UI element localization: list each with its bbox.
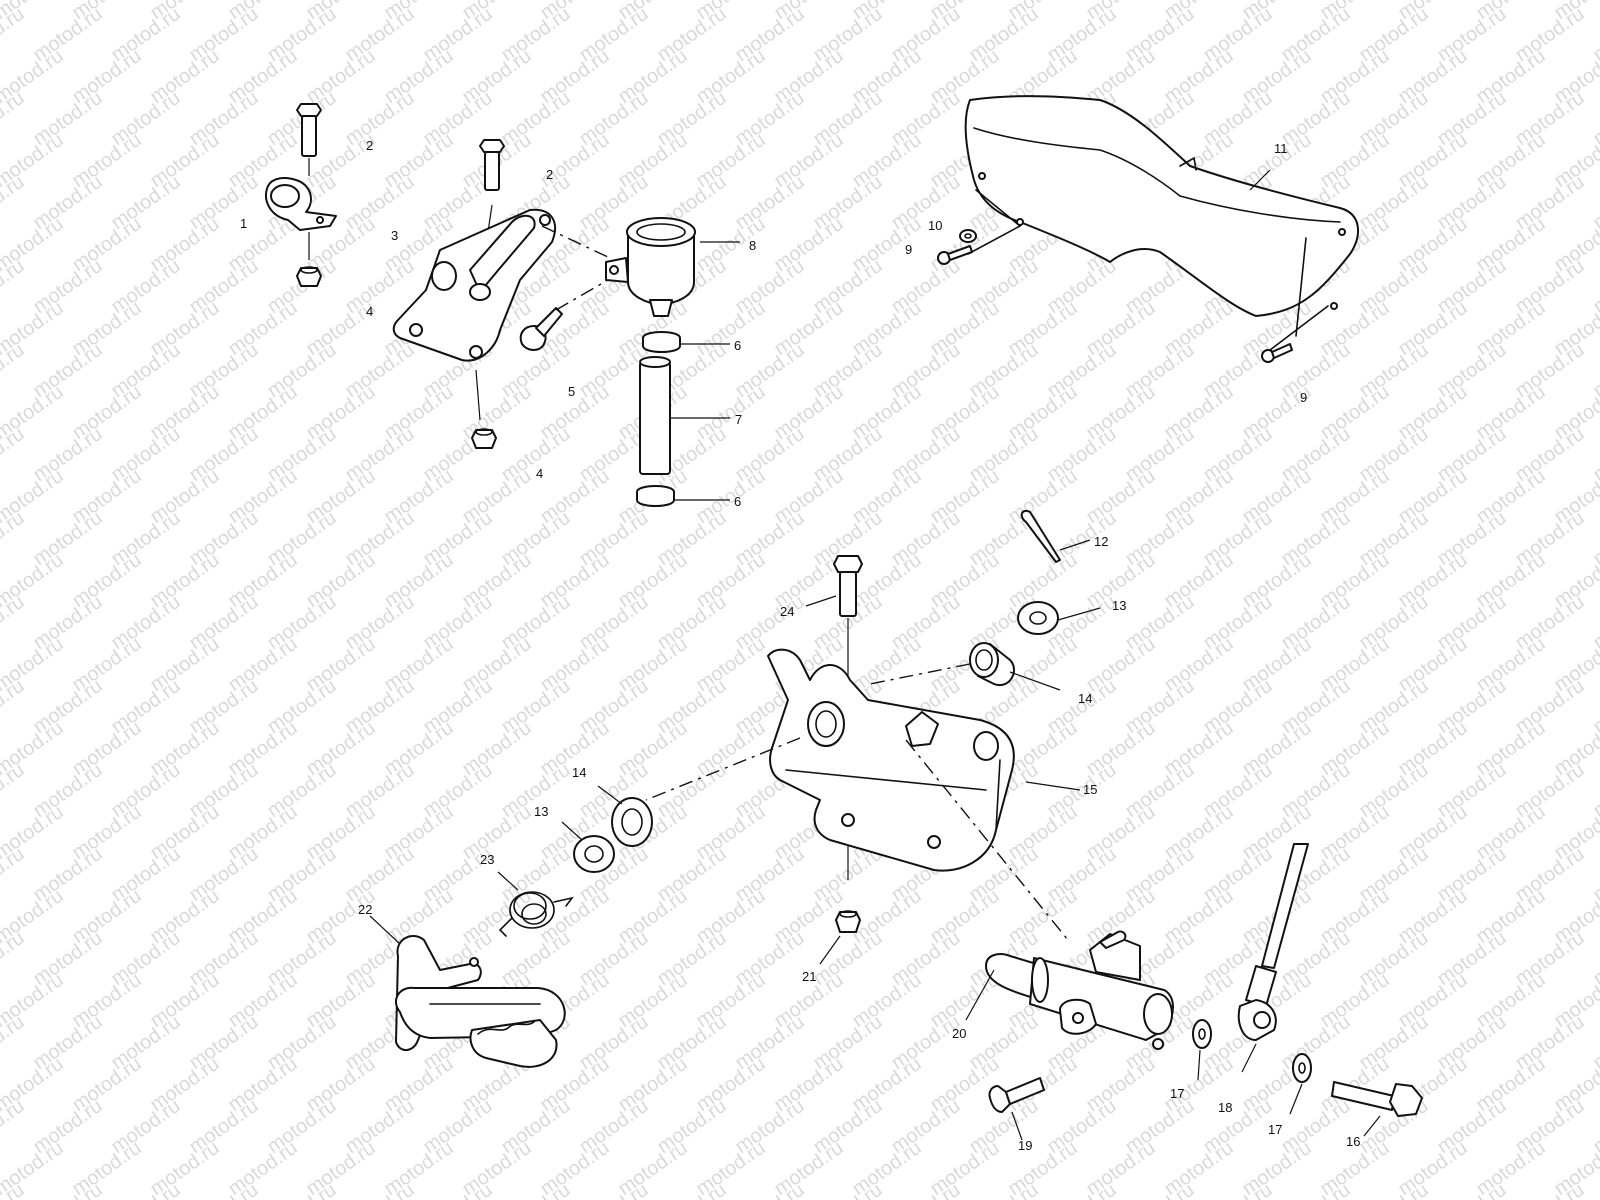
- callout-2b: 2: [546, 167, 553, 182]
- callout-17a: 17: [1170, 1086, 1184, 1101]
- clamp-part-6a: [642, 331, 730, 353]
- screw-part-9a: [937, 245, 973, 265]
- cotter-pin-part-12: [1020, 510, 1091, 563]
- pedal-part-22: [369, 915, 566, 1068]
- bolt-part-5: [519, 307, 563, 351]
- bushing-part-14a: [969, 642, 1061, 691]
- nut-part-4b: [471, 428, 497, 449]
- callout-22: 22: [358, 902, 372, 917]
- watermark-text: motod.ru: [1589, 1179, 1600, 1200]
- watermark-text: motod.ru: [0, 1095, 29, 1158]
- spring-part-23: [497, 871, 574, 937]
- clevis-rod-part-18: [1237, 843, 1309, 1073]
- callout-11: 11: [1274, 141, 1288, 156]
- watermark-text: motod.ru: [0, 591, 29, 654]
- callout-6a: 6: [734, 338, 741, 353]
- callout-23: 23: [480, 852, 494, 867]
- screw-part-9b: [1261, 343, 1293, 363]
- callout-9b: 9: [1300, 390, 1307, 405]
- callout-14a: 14: [1078, 691, 1092, 706]
- callout-7: 7: [735, 412, 742, 427]
- callout-1: 1: [240, 216, 247, 231]
- callout-17b: 17: [1268, 1122, 1282, 1137]
- callout-4b: 4: [536, 466, 543, 481]
- washer-part-17a: [1192, 1019, 1212, 1081]
- watermark-text: motod.ru: [0, 171, 29, 234]
- bolt-part-2a: [296, 103, 322, 176]
- watermark-text: motod.ru: [0, 423, 29, 486]
- bolt-part-19: [988, 1077, 1045, 1141]
- watermark-text: motod.ru: [0, 87, 29, 150]
- washer-part-13b: [561, 821, 615, 873]
- watermark-text: motod.ru: [0, 255, 29, 318]
- bracket-part-15: [767, 648, 1081, 872]
- nut-part-4a: [296, 266, 322, 287]
- callout-14b: 14: [572, 765, 586, 780]
- callout-13a: 13: [1112, 598, 1126, 613]
- hose-part-7: [639, 356, 730, 475]
- bolt-part-16: [1331, 1081, 1423, 1137]
- watermark-text: motod.ru: [0, 3, 29, 66]
- clamp-part-1: [265, 177, 337, 260]
- watermark-text: motod.ru: [0, 675, 29, 738]
- nut-part-21: [819, 910, 861, 965]
- callout-24: 24: [780, 604, 794, 619]
- bracket-part-3: [392, 208, 557, 421]
- callout-2a: 2: [366, 138, 373, 153]
- callout-21: 21: [802, 969, 816, 984]
- watermark-text: motod.ru: [0, 759, 29, 822]
- callout-13b: 13: [534, 804, 548, 819]
- master-cylinder-part-20: [965, 930, 1174, 1050]
- callout-9a: 9: [905, 242, 912, 257]
- callout-12: 12: [1094, 534, 1108, 549]
- watermark-text: motod.ru: [0, 927, 29, 990]
- washer-part-13a: [1017, 601, 1101, 635]
- watermark-text: motod.ru: [0, 507, 29, 570]
- callout-8: 8: [749, 238, 756, 253]
- callout-16: 16: [1346, 1134, 1360, 1149]
- reservoir-part-8: [605, 217, 740, 317]
- washer-part-10: [959, 229, 977, 243]
- callout-5: 5: [568, 384, 575, 399]
- washer-part-17b: [1289, 1053, 1312, 1115]
- callout-18: 18: [1218, 1100, 1232, 1115]
- watermark-text: motod.ru: [0, 339, 29, 402]
- callout-4a: 4: [366, 304, 373, 319]
- callout-19: 19: [1018, 1138, 1032, 1153]
- watermark-text: motod.ru: [0, 843, 29, 906]
- callout-10: 10: [928, 218, 942, 233]
- watermark-text: motod.ru: [0, 1011, 29, 1074]
- callout-20: 20: [952, 1026, 966, 1041]
- callout-15: 15: [1083, 782, 1097, 797]
- clamp-part-6b: [636, 485, 730, 507]
- callout-6b: 6: [734, 494, 741, 509]
- bushing-part-14b: [597, 785, 653, 847]
- callout-3: 3: [391, 228, 398, 243]
